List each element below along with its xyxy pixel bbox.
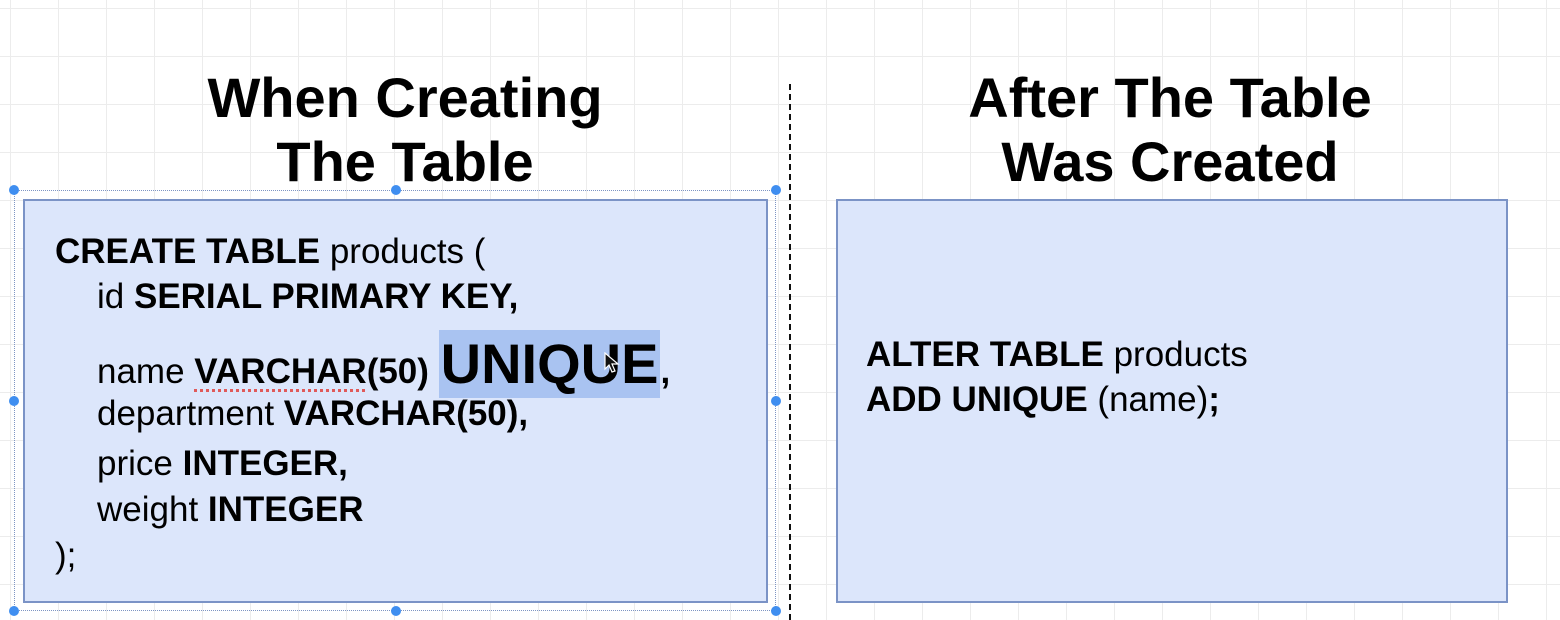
code-token: department	[97, 394, 284, 433]
code-token: );	[55, 536, 77, 575]
resize-handle-right[interactable]	[771, 396, 781, 406]
code-token: ;	[1208, 380, 1220, 419]
alter-table-box[interactable]	[836, 199, 1508, 603]
create-code-line: weight INTEGER	[97, 488, 363, 532]
resize-handle-bottom[interactable]	[391, 606, 401, 616]
code-token: INTEGER	[207, 490, 364, 529]
code-token: INTEGER,	[182, 444, 348, 483]
resize-handle-top-left[interactable]	[9, 185, 19, 195]
heading-line: The Table	[276, 130, 534, 193]
resize-handle-left[interactable]	[9, 396, 19, 406]
code-token: ,	[660, 352, 671, 391]
resize-handle-top[interactable]	[391, 185, 401, 195]
create-code-line: CREATE TABLE products (	[55, 230, 485, 274]
code-token: products (	[320, 232, 486, 271]
mouse-cursor-icon	[604, 352, 620, 373]
code-token: CREATE TABLE	[55, 232, 321, 271]
create-code-line: id SERIAL PRIMARY KEY,	[97, 275, 518, 319]
heading-line: Was Created	[1001, 130, 1339, 193]
create-code-line: department VARCHAR(50),	[97, 392, 528, 436]
code-token: id	[97, 277, 134, 316]
alter-code-line: ALTER TABLE products	[866, 333, 1248, 377]
resize-handle-bottom-right[interactable]	[771, 606, 781, 616]
code-token: price	[97, 444, 183, 483]
code-token: name	[97, 352, 195, 391]
heading-line: When Creating	[207, 66, 603, 129]
heading-after-created: After The Table Was Created	[880, 66, 1460, 194]
dashed-divider	[789, 84, 791, 620]
resize-handle-bottom-left[interactable]	[9, 606, 19, 616]
create-code-line: name VARCHAR(50) UNIQUE,	[97, 330, 670, 398]
code-token: SERIAL PRIMARY KEY,	[133, 277, 519, 316]
code-token: ADD UNIQUE	[866, 380, 1088, 419]
code-token: (name)	[1087, 380, 1209, 419]
create-table-box[interactable]	[23, 199, 768, 603]
code-token: (50)	[366, 352, 439, 391]
create-code-line: price INTEGER,	[97, 442, 348, 486]
code-token: VARCHAR	[194, 352, 367, 391]
create-code-line: );	[55, 534, 76, 578]
resize-handle-top-right[interactable]	[771, 185, 781, 195]
alter-code-line: ADD UNIQUE (name);	[866, 378, 1220, 422]
code-token: products	[1103, 335, 1248, 374]
heading-line: After The Table	[968, 66, 1372, 129]
code-token: weight	[97, 490, 208, 529]
code-token: ALTER TABLE	[866, 335, 1104, 374]
selected-keyword: UNIQUE	[438, 330, 661, 398]
heading-when-creating: When Creating The Table	[110, 66, 700, 194]
code-token: VARCHAR(50),	[283, 394, 529, 433]
